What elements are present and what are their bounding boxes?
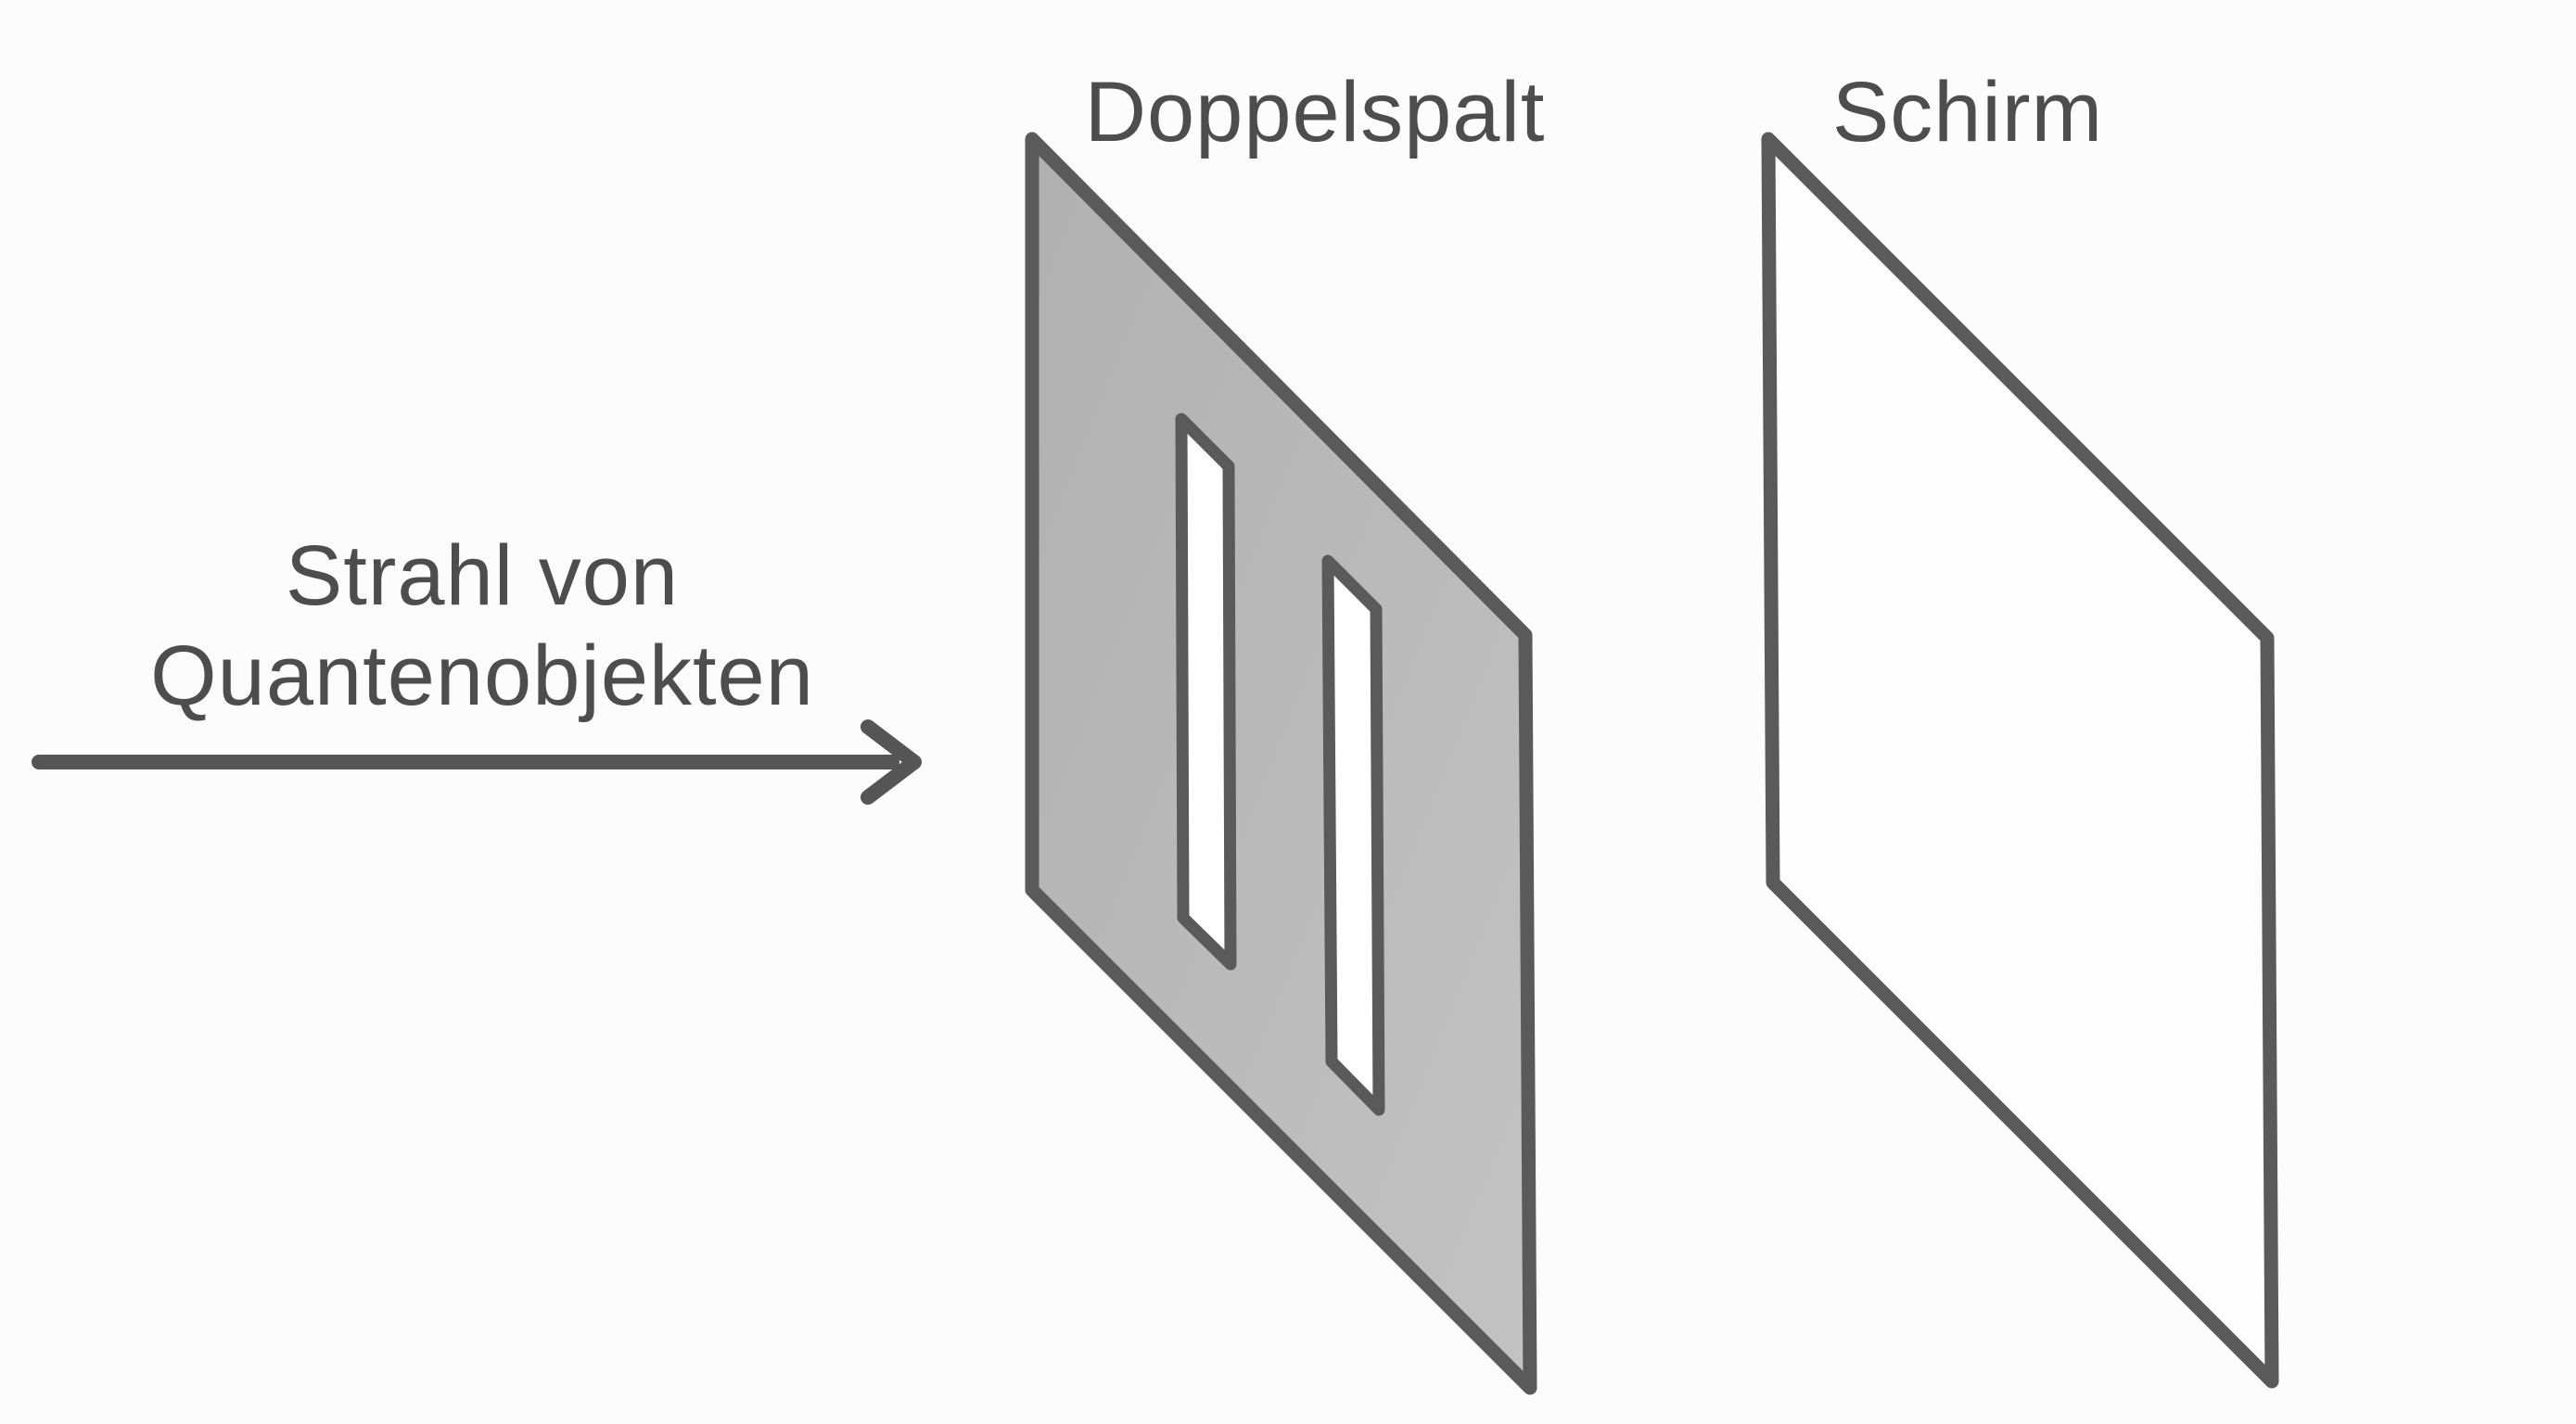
label-screen: Schirm	[1832, 65, 2103, 159]
beam-arrow	[32, 719, 922, 805]
screen-panel	[1761, 132, 2279, 1389]
label-double-slit: Doppelspalt	[1085, 65, 1546, 159]
beam-label-line1: Strahl von	[286, 528, 679, 623]
slit-left	[1175, 413, 1237, 971]
slit-right	[1321, 554, 1385, 1116]
beam-arrow-head-icon	[861, 719, 922, 805]
double-slit-plate	[1025, 132, 1537, 1395]
beam-label-line2: Quantenobjekten	[150, 629, 814, 723]
